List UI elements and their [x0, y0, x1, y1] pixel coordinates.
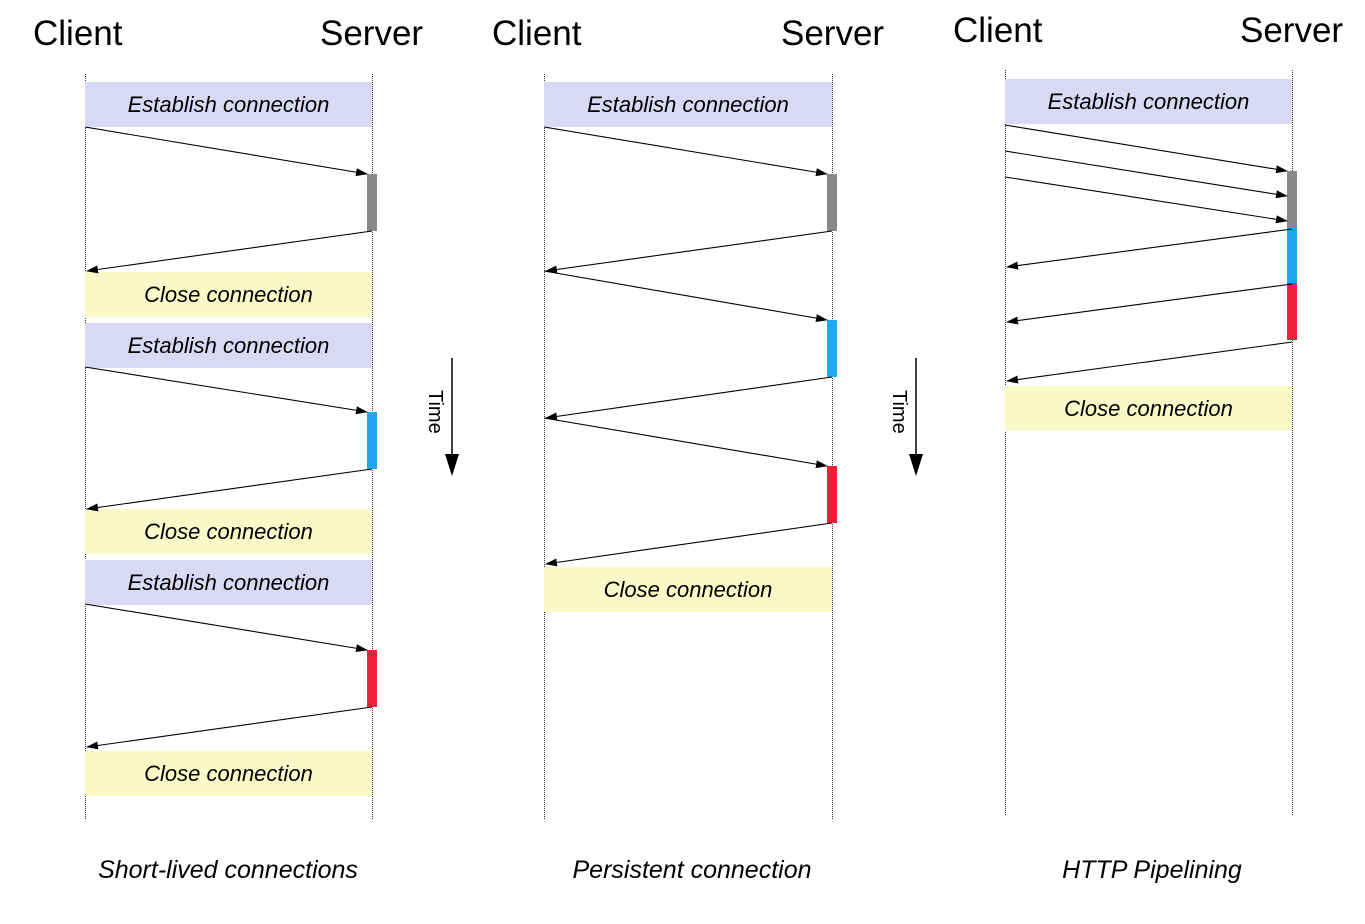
- response-arrow: [86, 230, 373, 274]
- server-processing-bar-red: [1287, 283, 1297, 340]
- diagram-caption: Persistent connection: [572, 856, 812, 884]
- close-connection-band: Close connection: [85, 751, 372, 796]
- server-processing-bar-blue: [1287, 227, 1297, 283]
- request-arrow: [84, 126, 368, 177]
- establish-connection-band: Establish connection: [85, 560, 372, 605]
- response-arrow: [86, 468, 373, 512]
- server-processing-bar-red: [367, 650, 377, 707]
- response-arrow: [1006, 228, 1293, 270]
- server-lifeline: [1292, 70, 1293, 815]
- server-processing-bar-gray: [367, 174, 377, 231]
- response-arrow: [1006, 341, 1293, 384]
- request-arrow: [543, 417, 828, 469]
- request-arrow: [84, 366, 368, 415]
- client-lifeline: [85, 74, 86, 819]
- close-connection-band: Close connection: [85, 509, 372, 554]
- client-header: Client: [953, 11, 1043, 50]
- diagram-caption: Short-lived connections: [98, 856, 358, 884]
- close-connection-band: Close connection: [85, 272, 372, 317]
- server-header: Server: [320, 14, 424, 53]
- server-header: Server: [1240, 11, 1344, 50]
- response-arrow: [545, 522, 833, 567]
- client-lifeline: [1005, 70, 1006, 815]
- response-arrow: [1006, 283, 1293, 325]
- response-arrow: [86, 706, 373, 750]
- server-processing-bar-blue: [827, 320, 837, 377]
- diagram-caption: HTTP Pipelining: [1062, 856, 1242, 884]
- establish-connection-band: Establish connection: [1005, 79, 1292, 124]
- establish-connection-band: Establish connection: [85, 323, 372, 368]
- request-arrow: [1004, 176, 1288, 224]
- server-processing-bar-red: [827, 466, 837, 523]
- request-arrow: [543, 126, 828, 177]
- time-arrow: [909, 358, 923, 476]
- close-connection-band: Close connection: [1005, 386, 1292, 431]
- establish-connection-band: Establish connection: [85, 82, 372, 127]
- time-arrow: [445, 358, 459, 476]
- server-processing-bar-blue: [367, 412, 377, 469]
- request-arrow: [1004, 150, 1288, 199]
- response-arrow: [545, 230, 833, 274]
- client-header: Client: [33, 14, 123, 53]
- establish-connection-band: Establish connection: [544, 82, 832, 127]
- server-processing-bar-gray: [1287, 171, 1297, 227]
- close-connection-band: Close connection: [544, 567, 832, 612]
- response-arrow: [545, 376, 833, 421]
- request-arrow: [1004, 124, 1288, 174]
- server-header: Server: [781, 14, 885, 53]
- client-header: Client: [492, 14, 582, 53]
- request-arrow: [84, 603, 368, 653]
- client-lifeline: [544, 74, 545, 819]
- server-lifeline: [832, 74, 833, 819]
- server-processing-bar-gray: [827, 174, 837, 231]
- request-arrow: [543, 270, 828, 323]
